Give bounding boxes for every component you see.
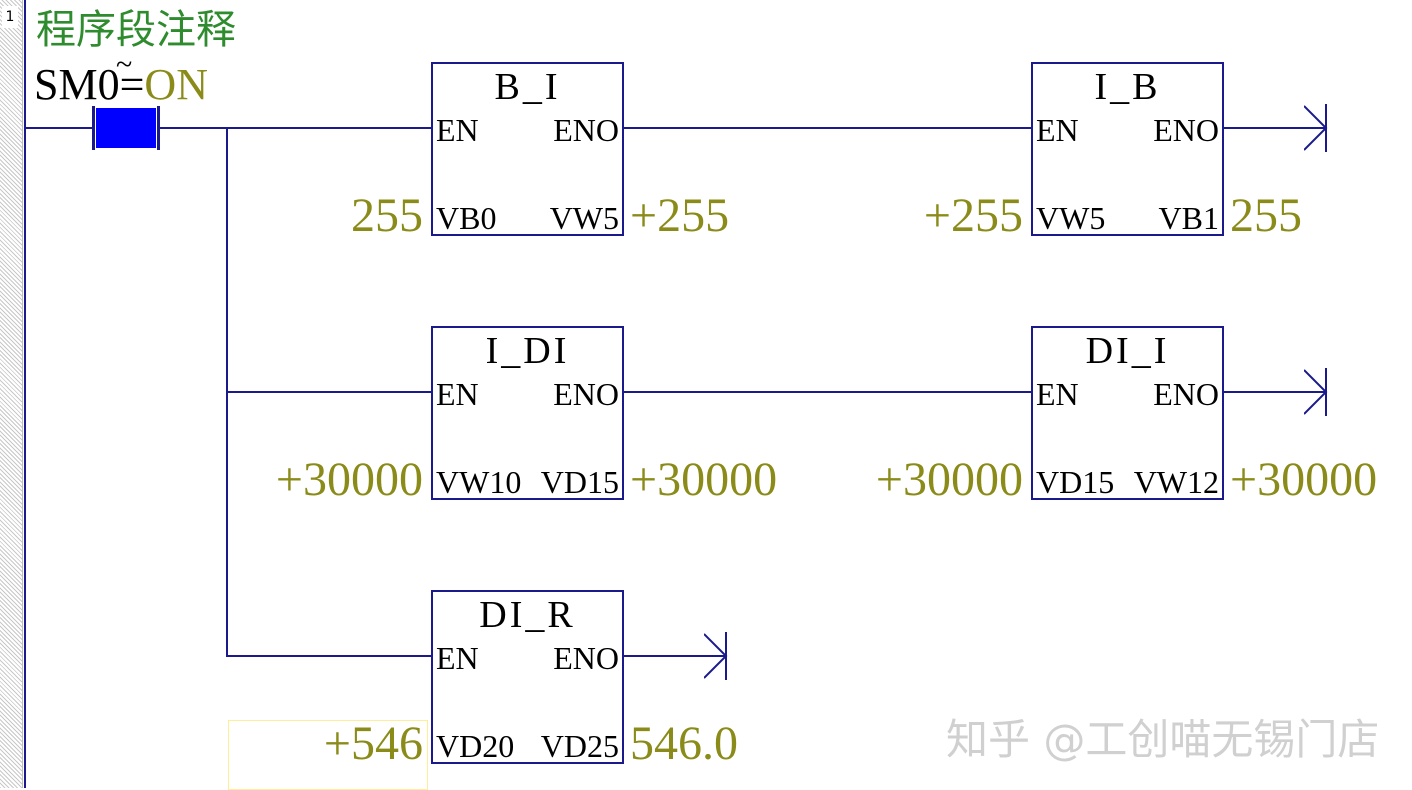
box-title: I_DI <box>485 330 570 372</box>
network-comment[interactable]: 程序段注释 <box>36 7 236 53</box>
network-number[interactable]: 1 <box>2 6 18 28</box>
value-i-b-out: 255 <box>1230 189 1302 242</box>
wire-contact-to-bi <box>160 127 432 129</box>
wire-ib-eno <box>1224 127 1326 129</box>
contact-eq: = <box>119 60 145 109</box>
value-di-r-out: 546.0 <box>630 717 738 770</box>
pin-in[interactable]: VW5 <box>1036 200 1106 236</box>
coil-end-arrow-icon <box>1304 104 1328 152</box>
value-di-i-out: +30000 <box>1230 453 1378 506</box>
pin-out[interactable]: VD15 <box>540 464 619 500</box>
pin-out[interactable]: VW5 <box>549 200 619 236</box>
wire-idi-to-dii <box>624 391 1032 393</box>
box-i-di[interactable]: I_DI EN ENO VW10 VD15 <box>431 326 624 500</box>
box-di-i[interactable]: DI_I EN ENO VD15 VW12 <box>1031 326 1224 500</box>
box-i-b[interactable]: I_B EN ENO VW5 VB1 <box>1031 62 1224 236</box>
coil-end-arrow-icon <box>704 632 728 680</box>
value-di-r-in: +546 <box>323 717 423 770</box>
value-di-i-in: +30000 <box>875 453 1023 506</box>
contact-address: SM0 <box>34 60 120 109</box>
value-i-di-out: +30000 <box>630 453 778 506</box>
box-title: DI_I <box>1085 330 1170 372</box>
pin-eno: ENO <box>553 376 619 412</box>
watermark: 知乎 @工创喵无锡门店 <box>946 715 1380 764</box>
value-b-i-out: +255 <box>630 189 730 242</box>
wire-branch-to-dir <box>226 655 432 657</box>
pin-eno: ENO <box>1153 112 1219 148</box>
contact-right-bar <box>157 106 160 150</box>
pin-out[interactable]: VB1 <box>1158 200 1219 236</box>
pin-en: EN <box>436 640 479 676</box>
pin-eno: ENO <box>553 640 619 676</box>
wire-branch-to-idi <box>226 391 432 393</box>
box-b-i[interactable]: B_I EN ENO VB0 VW5 <box>431 62 624 236</box>
network-gutter: 1 <box>0 0 23 788</box>
pin-en: EN <box>436 112 479 148</box>
pin-en: EN <box>436 376 479 412</box>
value-i-di-in: +30000 <box>275 453 423 506</box>
pin-in[interactable]: VB0 <box>436 200 497 236</box>
box-di-r[interactable]: DI_R EN ENO VD20 VD25 <box>431 590 624 764</box>
pin-in[interactable]: VW10 <box>436 464 522 500</box>
value-i-b-in: +255 <box>923 189 1023 242</box>
box-title: I_B <box>1094 66 1161 108</box>
value-b-i-in: 255 <box>351 189 423 242</box>
contact-left-bar <box>92 106 95 150</box>
pin-in[interactable]: VD20 <box>436 728 515 764</box>
pin-eno: ENO <box>553 112 619 148</box>
wire-dii-eno <box>1224 391 1326 393</box>
wire-bi-to-ib <box>624 127 1032 129</box>
pin-out[interactable]: VW12 <box>1133 464 1219 500</box>
wire-rail-to-contact <box>26 127 94 129</box>
pin-in[interactable]: VD15 <box>1036 464 1115 500</box>
box-title: DI_R <box>479 594 576 636</box>
contact-tilde: ~ <box>116 48 133 81</box>
coil-end-arrow-icon <box>1304 368 1328 416</box>
pin-out[interactable]: VD25 <box>540 728 619 764</box>
pin-eno: ENO <box>1153 376 1219 412</box>
pin-en: EN <box>1036 376 1079 412</box>
contact-active-fill <box>96 108 156 148</box>
power-rail <box>24 0 26 788</box>
pin-en: EN <box>1036 112 1079 148</box>
wire-dir-eno <box>624 655 726 657</box>
contact-label: SM0=ON <box>34 60 208 110</box>
box-title: B_I <box>494 66 561 108</box>
contact-state: ON <box>144 60 208 109</box>
contact-sm0[interactable] <box>92 106 160 150</box>
